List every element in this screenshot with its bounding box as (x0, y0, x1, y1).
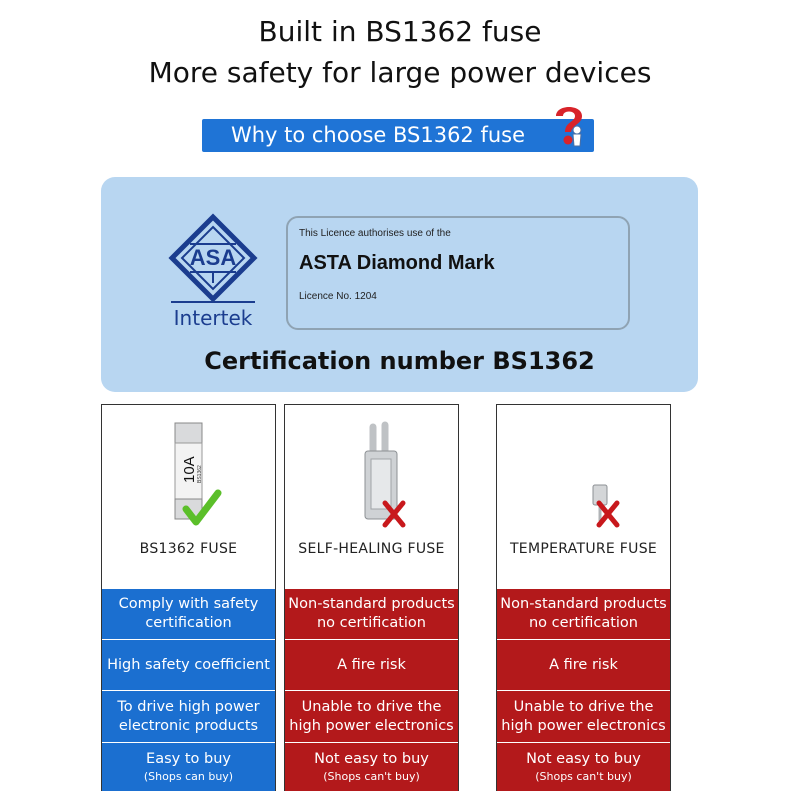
self-healing-fuse-image (364, 421, 406, 528)
intertek-brand: Intertek (173, 306, 253, 330)
asta-logo-text: ASA (190, 245, 237, 270)
column-bs1362: 10A BS1362 BS1362 FUSE Comply with safet… (101, 404, 276, 791)
headline-line-2: More safety for large power devices (148, 56, 652, 89)
licence-line: This Licence authorises use of the (299, 228, 451, 239)
temperature-fuse-image (592, 484, 620, 528)
row-power: Unable to drive the high power electroni… (285, 690, 458, 742)
row-text: Comply with safety certification (118, 596, 259, 631)
intertek-underline (171, 301, 255, 303)
x-icon (382, 500, 406, 528)
column-self-healing: SELF-HEALING FUSE Non-standard products … (284, 404, 459, 791)
row-text: Non-standard products no certification (288, 596, 455, 631)
column-label: BS1362 FUSE (139, 541, 238, 557)
row-certification: Non-standard products no certification (285, 588, 458, 639)
column-label: SELF-HEALING FUSE (298, 541, 445, 557)
licence-number: Licence No. 1204 (299, 291, 377, 302)
column-temperature: TEMPERATURE FUSE Non-standard products n… (496, 404, 671, 791)
bs1362-fuse-image: 10A BS1362 (174, 422, 222, 526)
row-text: Not easy to buy (526, 751, 641, 767)
check-icon (182, 489, 222, 526)
certification-panel: ASA Intertek This Licence authorises use… (101, 177, 698, 392)
row-text: Not easy to buy (314, 751, 429, 767)
row-text: Easy to buy (146, 751, 231, 767)
column-label: TEMPERATURE FUSE (509, 541, 658, 557)
row-safety: A fire risk (497, 639, 670, 690)
licence-title: ASTA Diamond Mark (299, 252, 495, 274)
row-text: High safety coefficient (107, 656, 270, 673)
row-subtext: (Shops can't buy) (535, 770, 632, 783)
fuse-rating-marking: 10A (181, 456, 198, 483)
row-safety: High safety coefficient (102, 639, 275, 690)
headline-line-1: Built in BS1362 fuse (258, 15, 542, 48)
row-text: Non-standard products no certification (500, 596, 667, 631)
row-certification: Non-standard products no certification (497, 588, 670, 639)
row-availability: Easy to buy (Shops can buy) (102, 742, 275, 791)
certification-caption: Certification number BS1362 (204, 347, 595, 375)
fuse-standard-marking: BS1362 (197, 465, 203, 483)
row-text: A fire risk (337, 656, 406, 673)
x-icon (596, 500, 620, 528)
licence-box: This Licence authorises use of the ASTA … (286, 216, 630, 330)
row-text: Unable to drive the high power electroni… (289, 698, 454, 734)
asta-diamond-logo: ASA (168, 213, 258, 303)
row-power: To drive high power electronic products (102, 690, 275, 742)
why-banner: Why to choose BS1362 fuse (202, 107, 594, 152)
question-mark-figure-icon (556, 107, 582, 147)
why-banner-text: Why to choose BS1362 fuse (230, 123, 526, 147)
row-availability: Not easy to buy (Shops can't buy) (497, 742, 670, 791)
row-text: A fire risk (549, 656, 618, 673)
row-subtext: (Shops can't buy) (323, 770, 420, 783)
row-safety: A fire risk (285, 639, 458, 690)
row-text: To drive high power electronic products (117, 698, 260, 734)
row-subtext: (Shops can buy) (143, 770, 234, 783)
row-availability: Not easy to buy (Shops can't buy) (285, 742, 458, 791)
row-certification: Comply with safety certification (102, 588, 275, 639)
row-text: Unable to drive the high power electroni… (501, 698, 666, 734)
row-power: Unable to drive the high power electroni… (497, 690, 670, 742)
